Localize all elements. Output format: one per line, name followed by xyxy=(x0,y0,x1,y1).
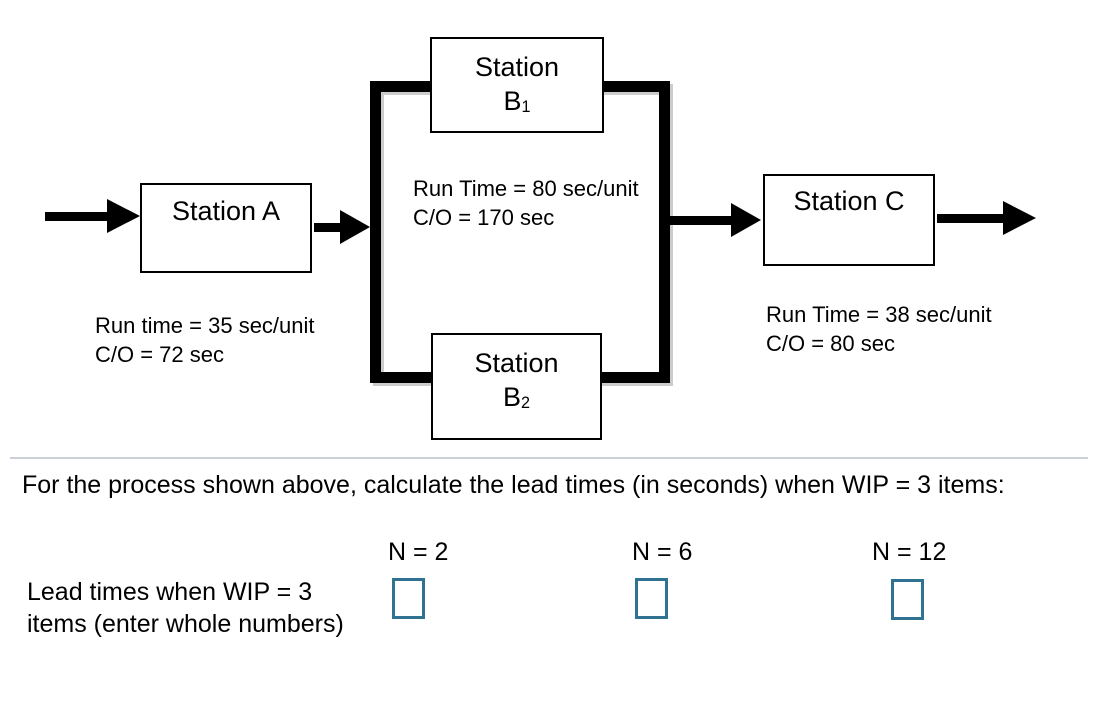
column-header-n12: N = 12 xyxy=(872,538,947,566)
arrow-shaft xyxy=(937,214,1004,223)
arrow-head-icon xyxy=(107,199,140,233)
answer-row-label: Lead times when WIP = 3 items (enter who… xyxy=(27,576,344,640)
arrow-shaft xyxy=(45,212,109,221)
column-header-n2: N = 2 xyxy=(388,538,449,566)
arrow-head-icon xyxy=(731,203,761,237)
station-b1-label: Station B1 xyxy=(474,52,560,116)
answer-input-n2[interactable] xyxy=(392,578,425,619)
station-b-annotation: Run Time = 80 sec/unit C/O = 170 sec xyxy=(413,174,639,232)
station-c-runtime: Run Time = 38 sec/unit xyxy=(766,302,992,327)
answer-row-label-line2: items (enter whole numbers) xyxy=(27,610,344,638)
station-a-changeover: C/O = 72 sec xyxy=(95,342,225,367)
arrow-head-icon xyxy=(1003,201,1036,235)
station-c-label: Station C xyxy=(793,186,905,216)
answer-input-n12[interactable] xyxy=(891,579,924,620)
station-b-runtime: Run Time = 80 sec/unit xyxy=(413,176,639,201)
arrow-head-icon xyxy=(340,210,370,244)
section-divider xyxy=(10,457,1088,459)
station-c-annotation: Run Time = 38 sec/unit C/O = 80 sec xyxy=(766,300,992,358)
answer-input-n6[interactable] xyxy=(635,578,668,619)
station-a-box: Station A xyxy=(140,183,312,273)
station-b2-label: Station B2 xyxy=(474,348,559,412)
question-prompt: For the process shown above, calculate t… xyxy=(22,471,1005,499)
column-header-n6: N = 6 xyxy=(632,538,693,566)
station-a-runtime: Run time = 35 sec/unit xyxy=(95,313,315,338)
station-a-label: Station A xyxy=(171,196,281,226)
station-b-changeover: C/O = 170 sec xyxy=(413,205,555,230)
station-c-box: Station C xyxy=(763,174,935,266)
arrow-shaft xyxy=(314,223,342,232)
arrow-shaft xyxy=(668,216,732,225)
station-c-changeover: C/O = 80 sec xyxy=(766,331,896,356)
station-b1-box: Station B1 xyxy=(430,37,604,133)
station-a-annotation: Run time = 35 sec/unit C/O = 72 sec xyxy=(95,311,315,369)
station-b2-box: Station B2 xyxy=(431,333,602,440)
answer-row-label-line1: Lead times when WIP = 3 xyxy=(27,578,313,606)
